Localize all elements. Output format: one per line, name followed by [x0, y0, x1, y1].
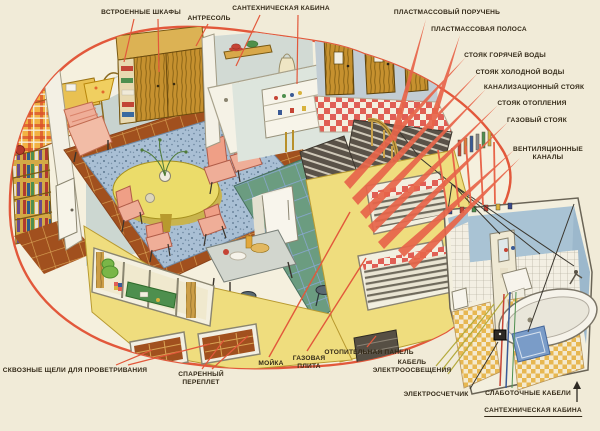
label-sanitary-cabin-bottom: САНТЕХНИЧЕСКАЯ КАБИНА: [484, 407, 582, 417]
label-plastic-handrail: ПЛАСТМАССОВЫЙ ПОРУЧЕНЬ: [393, 9, 501, 16]
leader-built-in-cabinets-2: [157, 18, 160, 73]
label-gas-stove: ГАЗОВАЯ ПЛИТА: [292, 355, 326, 370]
label-ventilation-ducts: ВЕНТИЛЯЦИОННЫЕ КАНАЛЫ: [513, 146, 583, 161]
label-heating-riser: СТОЯК ОТОПЛЕНИЯ: [497, 100, 567, 107]
label-sewer-riser: КАНАЛИЗАЦИОННЫЙ СТОЯК: [483, 84, 585, 91]
lower-window-band: [91, 247, 215, 327]
leader-heating-panel: [366, 335, 377, 348]
label-sanitary-cabin-top: САНТЕХНИЧЕСКАЯ КАБИНА: [232, 5, 330, 12]
lower-floor-facade: [83, 225, 353, 369]
leader-gas-riser: [378, 122, 508, 249]
bath-mat: [511, 325, 551, 363]
lighting-cables: [435, 293, 509, 375]
study-nook: [11, 55, 96, 274]
stairwell-doors: [323, 30, 429, 96]
label-gas-riser: ГАЗОВЫЙ СТОЯК: [507, 117, 567, 124]
leader-sanitary-cabin-top-1: [235, 14, 261, 67]
leader-lines: [115, 14, 581, 402]
label-paired-sash: СПАРЕННЫЙ ПЕРЕПЛЕТ: [178, 371, 224, 386]
label-through-vent-slots: СКВОЗНЫЕ ЩЕЛИ ДЛЯ ПРОВЕТРИВАНИЯ: [2, 367, 148, 374]
label-lighting-cable: КАБЕЛЬ ЭЛЕКТРООСВЕЩЕНИЯ: [372, 359, 452, 374]
leader-ventilation-1: [398, 150, 514, 257]
label-hot-water-riser: СТОЯК ГОРЯЧЕЙ ВОДЫ: [464, 52, 546, 59]
leader-vent-slots-1: [115, 349, 153, 366]
leader-heating-riser: [368, 105, 498, 233]
hat-shelf: [223, 44, 273, 60]
label-cold-water-riser: СТОЯК ХОЛОДНОЙ ВОДЫ: [475, 69, 565, 76]
label-built-in-cabinets: ВСТРОЕННЫЕ ШКАФЫ: [101, 9, 181, 16]
leader-sanitary-cabin-top-2: [296, 14, 299, 85]
leader-vent-slots-2: [127, 343, 211, 366]
leader-mezzanine: [195, 23, 209, 47]
leader-ventilation-2: [408, 158, 520, 269]
green-desk: [125, 281, 177, 309]
sanitary-cabin-unit: [397, 129, 598, 395]
armchair: [63, 101, 113, 163]
door: [55, 177, 78, 241]
leader-sewer-riser: [360, 89, 486, 219]
up-arrow-icon: [573, 381, 581, 402]
leader-electric-meter: [469, 341, 499, 390]
leader-plastic-handrail: [390, 19, 426, 142]
riser-pipes: [457, 129, 492, 157]
leader-cold-water-riser: [352, 73, 478, 205]
label-electric-meter: ЭЛЕКТРОСЧЕТЧИК: [403, 391, 469, 398]
label-plastic-strip: ПЛАСТМАССОВАЯ ПОЛОСА: [431, 26, 527, 33]
label-heating-panel: ОТОПИТЕЛЬНАЯ ПАНЕЛЬ: [324, 349, 414, 356]
leader-gas-stove: [306, 257, 367, 352]
leader-paired-sash-2: [211, 335, 249, 370]
mirror: [497, 237, 510, 263]
leader-built-in-cabinets-1: [123, 18, 135, 63]
leader-sink: [268, 211, 351, 358]
leader-hot-water-riser: [344, 57, 466, 189]
label-mezzanine: АНТРЕСОЛЬ: [187, 15, 231, 22]
label-sink: МОЙКА: [258, 360, 284, 367]
leader-paired-sash-1: [201, 339, 225, 370]
label-low-current-cables: СЛАБОТОЧНЫЕ КАБЕЛИ: [485, 390, 571, 397]
